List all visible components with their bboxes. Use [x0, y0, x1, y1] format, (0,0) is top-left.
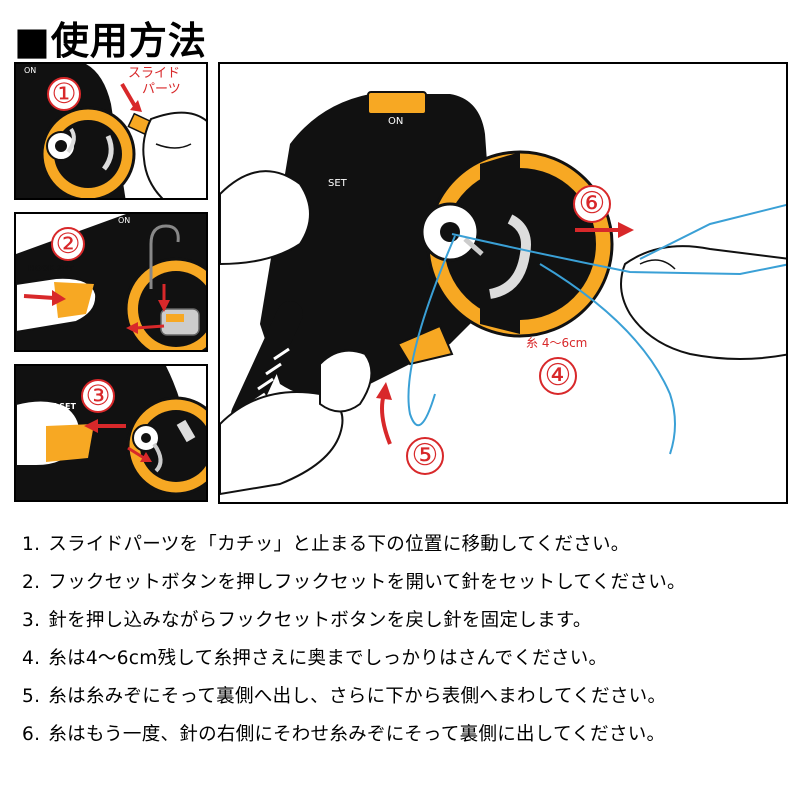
- slide-label-line-1: スライド: [128, 66, 181, 81]
- step-2-illustration: [16, 214, 206, 350]
- instruction-item: 3. 針を押し込みながらフックセットボタンを戻し針を固定します。: [22, 602, 792, 640]
- instruction-number: 1.: [22, 534, 41, 555]
- set-label: SET: [328, 178, 347, 189]
- steps-4-6-panel: ON SET ⑥ 糸 4～6cm ④ ⑤: [218, 62, 788, 504]
- hook-set-label: HOOK SET: [28, 264, 74, 273]
- step-5-number: ⑤: [411, 438, 439, 473]
- on-label: ON: [24, 66, 37, 75]
- instruction-item: 6. 糸はもう一度、針の右側にそわせ糸みぞにそって裏側に出してください。: [22, 716, 792, 754]
- instruction-text: 針を押し込みながらフックセットボタンを戻し針を固定します。: [48, 610, 592, 631]
- step-1-number: ①: [51, 77, 77, 110]
- page-title: ■使用方法: [14, 19, 207, 63]
- instruction-number: 3.: [22, 610, 41, 631]
- instruction-text: 糸は4～6cm残して糸押さえに奥までしっかりはさんでください。: [48, 648, 608, 669]
- hook-set-label: HOOK SET: [30, 402, 76, 411]
- instruction-number: 4.: [22, 648, 41, 669]
- instructions-list: 1. スライドパーツを「カチッ」と止まる下の位置に移動してください。 2. フックセ…: [22, 526, 792, 754]
- step-1-panel: ① ON スライド パーツ: [14, 62, 208, 200]
- instruction-text: スライドパーツを「カチッ」と止まる下の位置に移動してください。: [48, 534, 630, 555]
- step-2-number: ②: [55, 227, 81, 260]
- instruction-number: 2.: [22, 572, 41, 593]
- slide-label: スライド パーツ: [128, 66, 181, 98]
- step-6-number: ⑥: [578, 186, 606, 221]
- on-label: ON: [388, 116, 404, 127]
- instruction-number: 5.: [22, 686, 41, 707]
- slide-label-line-2: パーツ: [142, 82, 181, 97]
- step-3-illustration: [16, 366, 206, 500]
- on-label: ON: [118, 216, 131, 225]
- steps-4-6-illustration: [220, 91, 786, 496]
- instruction-item: 2. フックセットボタンを押しフックセットを開いて針をセットしてください。: [22, 564, 792, 602]
- instruction-text: フックセットボタンを押しフックセットを開いて針をセットしてください。: [48, 572, 686, 593]
- step-1-illustration: [16, 64, 206, 198]
- instruction-item: 1. スライドパーツを「カチッ」と止まる下の位置に移動してください。: [22, 526, 792, 564]
- step-2-panel: ② HOOK SET ON: [14, 212, 208, 352]
- step-3-number: ③: [85, 379, 111, 412]
- thread-length-label: 糸 4～6cm: [526, 336, 588, 350]
- instruction-item: 5. 糸は糸みぞにそって裏側へ出し、さらに下から表側へまわしてください。: [22, 678, 792, 716]
- instruction-text: 糸は糸みぞにそって裏側へ出し、さらに下から表側へまわしてください。: [48, 686, 667, 707]
- instruction-number: 6.: [22, 724, 41, 745]
- instruction-item: 4. 糸は4～6cm残して糸押さえに奥までしっかりはさんでください。: [22, 640, 792, 678]
- step-3-panel: ③ HOOK SET: [14, 364, 208, 502]
- instruction-text: 糸はもう一度、針の右側にそわせ糸みぞにそって裏側に出してください。: [48, 724, 666, 745]
- step-4-number: ④: [544, 358, 572, 393]
